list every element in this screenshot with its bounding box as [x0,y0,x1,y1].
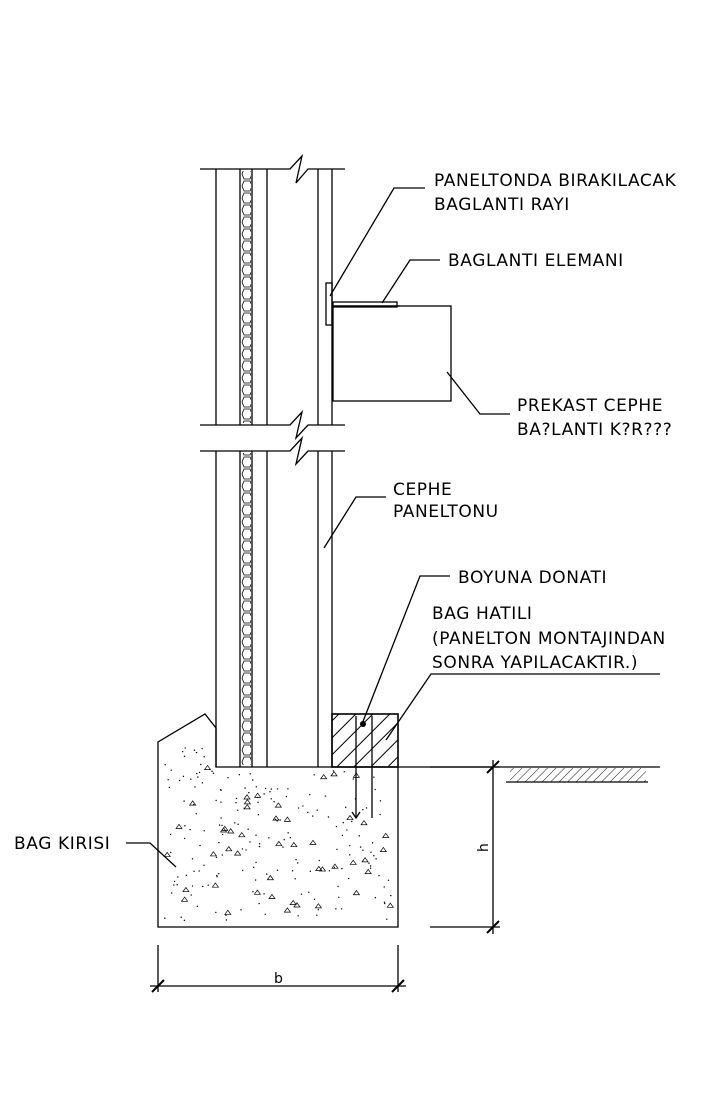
label-connector: BAGLANTI ELEMANI [448,251,624,271]
label-rail-line1: PANELTONDA BIRAKILACAK [434,171,677,191]
label-tie-line2: (PANELTON MONTAJINDAN [432,629,666,649]
label-tie-beam: BAG KIRISI [14,834,110,854]
wall-panel [200,153,345,767]
label-precast-line2: BA?LANTI K?R??? [517,420,672,440]
bond-beam [331,713,399,820]
tie-beam [157,713,399,928]
dimension-b: b [150,945,406,993]
dimension-h: h [430,760,500,934]
label-panel-line1: CEPHE [393,480,452,500]
label-tie-line3: SONRA YAPILACAKTIR.) [432,653,638,673]
annotations: PANELTONDA BIRAKILACAK BAGLANTI RAYI BAG… [14,171,677,854]
label-precast-line1: PREKAST CEPHE [517,396,663,416]
leader-lines [126,187,660,868]
label-rebar: BOYUNA DONATI [458,568,607,588]
dim-b-label: b [274,971,283,987]
dim-h-label: h [476,843,492,852]
concrete-speckle [163,747,394,922]
label-panel-line2: PANELTONU [393,502,499,522]
ground-line [398,766,660,783]
label-tie-line1: BAG HATILI [432,604,533,624]
label-rail-line2: BAGLANTI RAYI [434,195,570,215]
precast-connection-block [325,282,452,402]
